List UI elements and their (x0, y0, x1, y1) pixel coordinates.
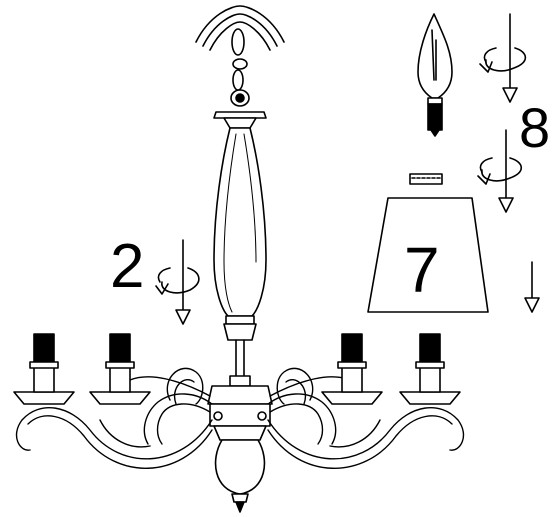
step-number-label: 8 (519, 96, 551, 159)
ceiling-hook-loop (195, 5, 285, 51)
down-arrow-icon (524, 261, 540, 313)
candle-holder-4 (399, 333, 461, 405)
candle-holder-3 (321, 333, 383, 405)
central-body (207, 385, 273, 513)
shade-ring (409, 173, 443, 185)
rotate-clockwise-arrow-icon (477, 129, 523, 213)
rotate-clockwise-arrow-icon (479, 13, 527, 103)
suspension-chain (230, 28, 250, 107)
step-number-label: 2 (110, 232, 145, 301)
step-number-label: 7 (404, 234, 440, 306)
candle-holder-1 (13, 333, 75, 405)
lamp-shade (367, 197, 489, 313)
rotate-clockwise-arrow-icon (155, 239, 200, 325)
chandelier-stem (213, 111, 267, 387)
candle-holder-2 (89, 333, 151, 405)
chandelier-arms (15, 367, 465, 469)
candle-bulb (417, 13, 453, 137)
